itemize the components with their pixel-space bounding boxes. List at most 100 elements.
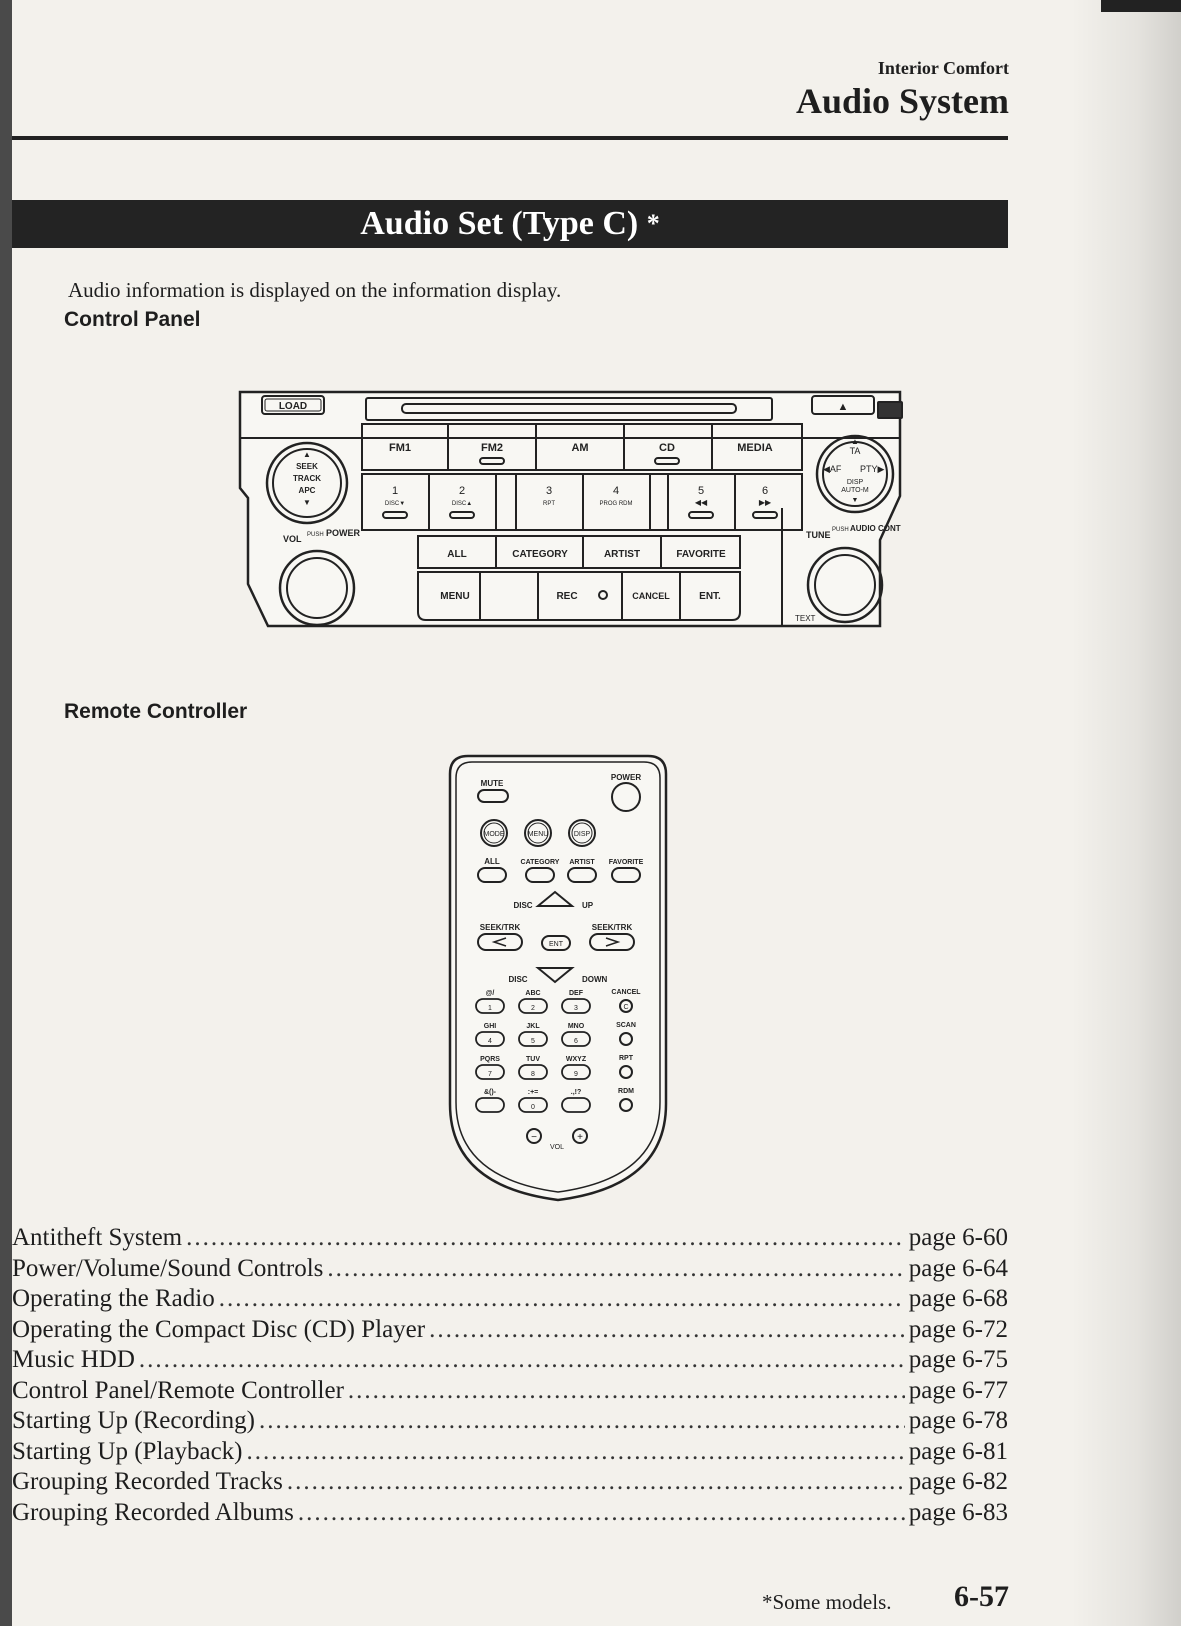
push2-label: PUSH [832, 527, 849, 533]
cd-indicator [654, 457, 680, 465]
toc-row: Grouping Recorded Trackspage 6-82 [12, 1468, 1008, 1499]
seek-left-button [477, 933, 523, 951]
remote-favorite-label: FAVORITE [609, 859, 644, 866]
control-panel-diagram: LOAD ▲ ▲ SEEK TRACK APC ▼ VOL PUSH POWER… [238, 390, 903, 628]
toc-leader [298, 1499, 905, 1527]
row4-cancel-label: CANCEL [632, 591, 670, 601]
vol-label: VOL [283, 534, 302, 544]
disc-down-icon [535, 967, 575, 984]
svg-text:@/: @/ [486, 990, 495, 997]
svg-text:6: 6 [762, 485, 768, 497]
toc-leader [259, 1407, 905, 1435]
load-label: LOAD [279, 401, 307, 412]
toc-label: Power/Volume/Sound Controls [12, 1254, 324, 1282]
knob-right-label-4: DISP [847, 479, 864, 486]
toc-label: Starting Up (Recording) [12, 1407, 256, 1434]
preset-6: 6 ▶▶ [752, 485, 778, 519]
svg-text:2: 2 [459, 485, 465, 497]
tune-label: TUNE [806, 530, 831, 540]
toc-page: page 6-83 [908, 1498, 1008, 1526]
toc-page: page 6-82 [908, 1468, 1008, 1495]
svg-text:7: 7 [488, 1071, 492, 1078]
knob-right-label-1: TA [850, 446, 861, 456]
page-number: 6-57 [954, 1580, 1009, 1613]
toc-page: page 6-75 [908, 1346, 1008, 1373]
knob-right-label-6: ▼ [852, 497, 859, 504]
disc-up-icon [535, 890, 575, 907]
svg-text:ABC: ABC [525, 990, 540, 997]
header-rule [12, 136, 1008, 140]
disp-button: DISP [568, 819, 596, 847]
ent-button: ENT [541, 935, 571, 951]
toc-label: Starting Up (Playback) [12, 1437, 243, 1465]
toc-label: Grouping Recorded Albums [12, 1498, 294, 1526]
toc-row: Starting Up (Playback)page 6-81 [12, 1438, 1008, 1469]
svg-text:RPT: RPT [543, 501, 555, 507]
remote-artist-label: ARTIST [569, 859, 595, 866]
toc-label: Antitheft System [12, 1224, 183, 1251]
toc-label: Operating the Radio [12, 1285, 215, 1312]
audio-cont-label: AUDIO CONT [850, 524, 901, 533]
row3-category-label: CATEGORY [512, 549, 568, 560]
svg-text:DISP: DISP [574, 831, 591, 838]
rec-indicator [598, 590, 608, 600]
toc-leader [429, 1316, 905, 1344]
svg-text:PQRS: PQRS [480, 1056, 500, 1063]
toc-row: Operating the Radiopage 6-68 [12, 1285, 1008, 1316]
row3-artist-label: ARTIST [604, 549, 640, 560]
svg-text:CANCEL: CANCEL [611, 989, 641, 996]
svg-text:RDM: RDM [618, 1088, 634, 1095]
toc-label: Music HDD [12, 1346, 135, 1373]
band-title: Audio Set (Type C) [360, 205, 639, 242]
remote-power-label: POWER [611, 773, 641, 782]
toc-leader [219, 1285, 905, 1313]
preset-5: 5 ◀◀ [688, 485, 714, 519]
toc-page: page 6-60 [908, 1224, 1008, 1251]
preset-1: 1 DISC▼ [382, 485, 408, 519]
volume-buttons: − + VOL [526, 1128, 588, 1151]
push-label: PUSH [307, 532, 324, 538]
row4-rec-label: REC [556, 591, 577, 602]
svg-text:5: 5 [531, 1038, 535, 1045]
svg-text:SCAN: SCAN [616, 1022, 636, 1029]
toc-label: Operating the Compact Disc (CD) Player [12, 1315, 426, 1343]
row4-ent-label: ENT. [699, 591, 721, 602]
svg-text:4: 4 [488, 1038, 492, 1045]
toc-leader [139, 1346, 905, 1374]
page-title: Audio System [795, 81, 1009, 121]
svg-text:PROG RDM: PROG RDM [600, 501, 633, 507]
remote-controller-diagram: MUTE POWER MODE MENU DISP ALL CATEGORY A… [448, 754, 668, 1202]
svg-text:5: 5 [698, 485, 704, 497]
intro-text: Audio information is displayed on the in… [68, 278, 562, 302]
svg-text:DEF: DEF [569, 990, 584, 997]
row3-all-label: ALL [447, 549, 466, 560]
svg-text:9: 9 [574, 1071, 578, 1078]
seek-right-label: SEEK/TRK [592, 923, 633, 932]
toc-row: Power/Volume/Sound Controls page 6-64 [12, 1255, 1008, 1286]
toc-leader [348, 1377, 905, 1405]
toc-page: page 6-77 [908, 1376, 1008, 1404]
svg-text:−: − [531, 1132, 537, 1143]
knob-left-label-1: SEEK [296, 462, 318, 471]
toc-page: page 6-78 [908, 1407, 1008, 1434]
svg-text:WXYZ: WXYZ [566, 1056, 587, 1063]
svg-text:.,!?: .,!? [571, 1089, 582, 1096]
knob-right-label-0: ▲ [851, 437, 859, 446]
svg-text:JKL: JKL [526, 1023, 540, 1030]
section-band: Audio Set (Type C) * [12, 200, 1008, 248]
mute-label: MUTE [481, 779, 504, 788]
toc-row: Music HDD page 6-75 [12, 1346, 1008, 1377]
toc-page: page 6-64 [908, 1254, 1008, 1282]
svg-text::+=: :+= [528, 1089, 539, 1096]
toc-row: Starting Up (Recording) page 6-78 [12, 1407, 1008, 1438]
svg-text:1: 1 [392, 485, 398, 497]
preset-3: 3 RPT [543, 485, 555, 507]
remote-all-label: ALL [484, 857, 500, 866]
knob-right-label-3: PTY▶ [860, 464, 885, 474]
footnote-mark: * [762, 1590, 773, 1614]
svg-text:0: 0 [531, 1104, 535, 1111]
band-am-label: AM [571, 442, 588, 454]
svg-text:4: 4 [613, 485, 619, 497]
toc-row: Grouping Recorded Albums page 6-83 [12, 1499, 1008, 1530]
svg-text:◀◀: ◀◀ [695, 498, 708, 507]
